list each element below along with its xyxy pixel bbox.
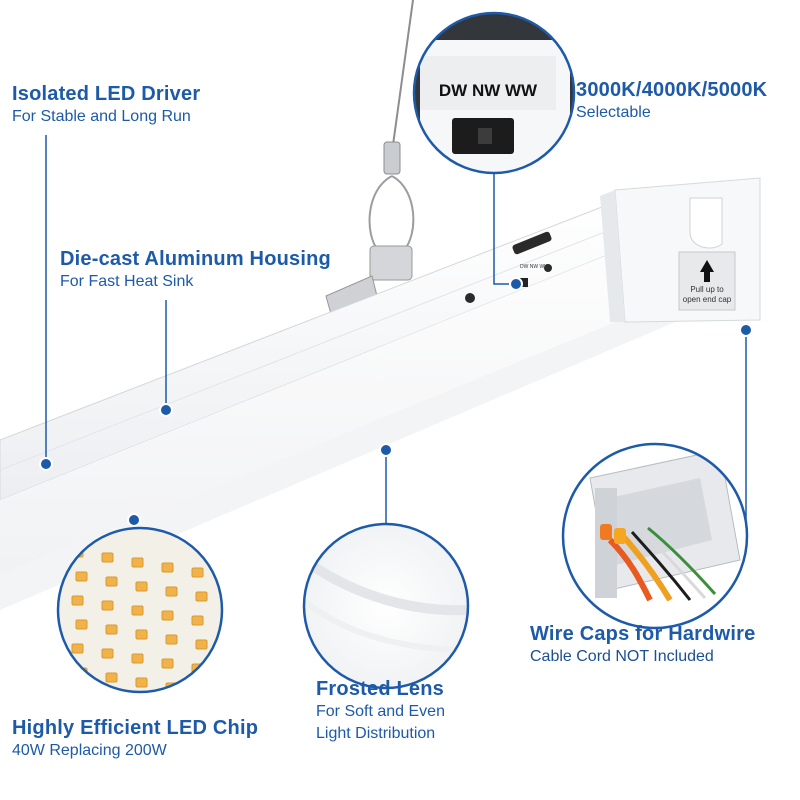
led-chip [101, 552, 114, 563]
led-chip [195, 639, 208, 650]
driver-title: Isolated LED Driver [12, 83, 201, 105]
led-chip [191, 615, 204, 626]
housing-title: Die-cast Aluminum Housing [60, 248, 331, 270]
wire-caps-circle [561, 442, 749, 630]
end-cap-sticker: Pull up to open end cap [678, 251, 736, 311]
cct-title: 3000K/4000K/5000K [576, 79, 768, 101]
lens-subtitle-line2: Light Distribution [316, 725, 436, 742]
wire-caps-subtitle: Cable Cord NOT Included [530, 648, 714, 665]
chip-subtitle: 40W Replacing 200W [12, 742, 167, 759]
led-chip [101, 600, 114, 611]
chip-title: Highly Efficient LED Chip [12, 717, 259, 739]
callout-housing: Die-cast Aluminum Housing For Fast Heat … [60, 247, 331, 293]
driver-subtitle: For Stable and Long Run [12, 108, 191, 125]
led-chip [71, 643, 84, 654]
lens-title: Frosted Lens [316, 678, 444, 700]
led-chip [131, 557, 144, 568]
callout-lens: Frosted Lens For Soft and Even Light Dis… [316, 677, 445, 745]
led-chip [105, 624, 118, 635]
lens-subtitle-line1: For Soft and Even [316, 703, 445, 720]
wire-caps-title: Wire Caps for Hardwire [530, 623, 756, 645]
callout-cct: 3000K/4000K/5000K Selectable [576, 78, 767, 124]
end-cap-label-line1: Pull up to [690, 285, 724, 294]
led-chip [101, 648, 114, 659]
callout-chip: Highly Efficient LED Chip 40W Replacing … [12, 716, 258, 762]
callout-driver: Isolated LED Driver For Stable and Long … [12, 82, 200, 128]
led-chip [195, 591, 208, 602]
switch-label: DW NW WW [439, 81, 538, 100]
led-chip [105, 672, 118, 683]
callout-wire-caps: Wire Caps for Hardwire Cable Cord NOT In… [530, 622, 755, 668]
led-chip [195, 687, 208, 692]
led-chip [105, 576, 118, 587]
led-chip [191, 567, 204, 578]
led-chip [71, 595, 84, 606]
led-chip [75, 571, 88, 582]
led-chip [135, 677, 148, 688]
led-chip [165, 586, 178, 597]
led-chip [131, 605, 144, 616]
switch-mini-label: DW NW WW [520, 264, 549, 270]
led-chip [135, 629, 148, 640]
led-chip [165, 634, 178, 645]
led-chip [131, 653, 144, 664]
led-chip [75, 619, 88, 630]
frosted-lens-circle [302, 522, 470, 690]
switch-detail-circle: DW NW WW [412, 11, 576, 175]
housing-subtitle: For Fast Heat Sink [60, 273, 194, 290]
hanging-cable [325, 0, 415, 319]
led-chip [161, 658, 174, 669]
cct-subtitle: Selectable [576, 104, 651, 121]
end-cap-label-line2: open end cap [683, 295, 732, 304]
led-chip [161, 610, 174, 621]
led-chip [135, 581, 148, 592]
led-chip [161, 562, 174, 573]
callout-dots [39, 277, 753, 527]
led-chip-circle [56, 526, 224, 694]
